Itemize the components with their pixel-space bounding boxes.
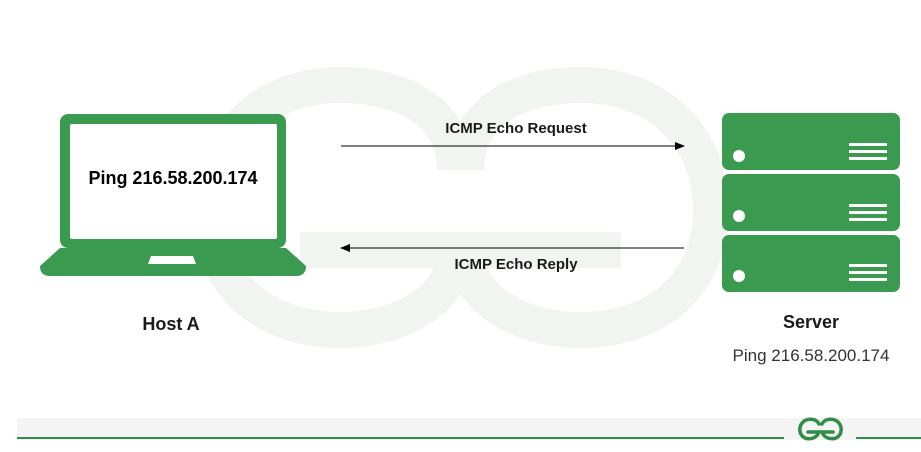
server-sublabel: Ping 216.58.200.174: [733, 346, 890, 365]
host-screen-text: Ping 216.58.200.174: [88, 168, 257, 188]
server-label: Server: [783, 312, 839, 332]
request-arrow-label: ICMP Echo Request: [445, 120, 586, 137]
server-unit-1: [722, 113, 900, 170]
server-icon: [722, 113, 900, 292]
geeksforgeeks-logo-icon: [798, 417, 843, 441]
host-label: Host A: [142, 314, 199, 334]
server-unit-2: [722, 174, 900, 231]
footer-band: [17, 418, 921, 440]
reply-arrow-label: ICMP Echo Reply: [454, 256, 578, 273]
server-unit-3: [722, 235, 900, 292]
laptop-icon: [40, 114, 306, 276]
